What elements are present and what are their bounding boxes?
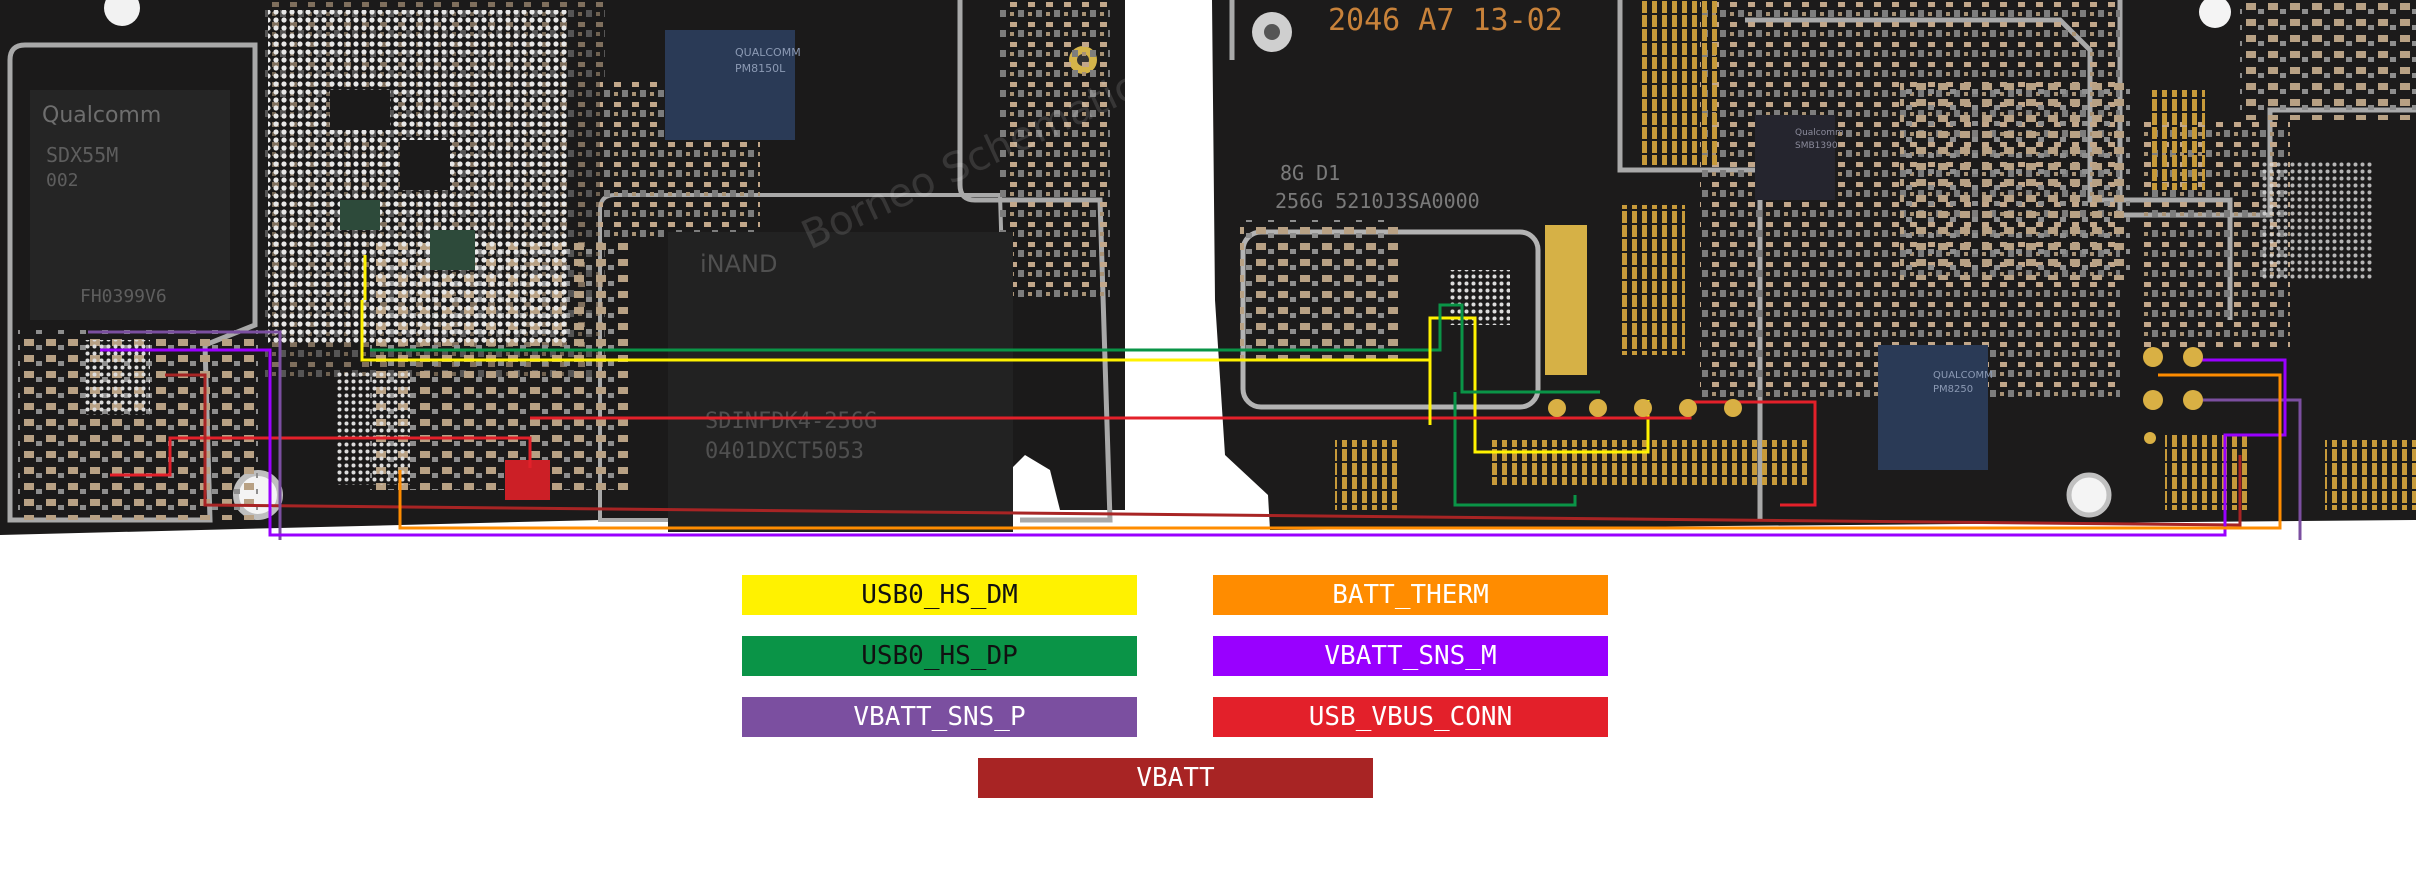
legend-usb0-hs-dp: USB0_HS_DP	[742, 636, 1137, 676]
svg-text:256G 5210J3SA0000: 256G 5210J3SA0000	[1275, 189, 1480, 213]
svg-text:SDX55M: SDX55M	[46, 143, 118, 167]
trace-usb-vbus-conn-2	[110, 436, 532, 477]
svg-text:QUALCOMM: QUALCOMM	[1933, 370, 1993, 381]
trace-vbatt-sns-m	[100, 348, 2287, 537]
trace-usb-vbus-conn	[530, 400, 1817, 507]
right-chips: Qualcomm SMB1390 QUALCOMM PM8250	[505, 0, 2416, 510]
svg-text:iNAND: iNAND	[700, 250, 777, 278]
legend-vbatt-sns-p: VBATT_SNS_P	[742, 697, 1137, 737]
soc-bga-footprint	[268, 10, 568, 345]
svg-text:2046 A7 13-02: 2046 A7 13-02	[1328, 3, 1563, 38]
svg-text:QUALCOMM: QUALCOMM	[735, 46, 801, 59]
test-points	[1548, 347, 2203, 444]
svg-text:PM8250: PM8250	[1933, 384, 1973, 395]
modem-chip: Qualcomm SDX55M 002 FH0399V6	[30, 90, 230, 320]
trace-usb0-hs-dm-2	[363, 255, 1432, 425]
svg-text:FH0399V6: FH0399V6	[80, 286, 167, 307]
trace-usb0-hs-dp-2	[1453, 392, 1577, 507]
svg-text:002: 002	[46, 170, 79, 191]
legend-vbatt-sns-m: VBATT_SNS_M	[1213, 636, 1608, 676]
pcb-board-photo: Qualcomm SDX55M 002 FH0399V6 QUALCOMM PM…	[0, 0, 2416, 540]
legend-usb-vbus-conn: USB_VBUS_CONN	[1213, 697, 1608, 737]
svg-text:SMB1390: SMB1390	[1795, 141, 1838, 151]
svg-text:SDINFDK4-256G: SDINFDK4-256G	[705, 409, 877, 434]
trace-usb0-hs-dm	[360, 300, 1650, 454]
legend-batt-therm: BATT_THERM	[1213, 575, 1608, 615]
pmic-chip: QUALCOMM PM8150L	[665, 30, 801, 140]
trace-usb0-hs-dp	[370, 303, 1600, 394]
trace-vbatt	[165, 373, 2242, 527]
trace-vbatt-sns-p	[88, 330, 2302, 540]
legend-vbatt: VBATT	[978, 758, 1373, 798]
legend-usb0-hs-dm: USB0_HS_DM	[742, 575, 1137, 615]
svg-text:PM8150L: PM8150L	[735, 62, 786, 75]
nand-chip: iNAND SDINFDK4-256G 0401DXCT5053	[668, 232, 1013, 532]
svg-text:Qualcomm: Qualcomm	[42, 103, 161, 128]
small-bga-footprints	[85, 160, 2372, 485]
svg-text:8G D1: 8G D1	[1280, 161, 1340, 185]
trace-batt-therm	[398, 373, 2282, 530]
svg-text:0401DXCT5053: 0401DXCT5053	[705, 439, 864, 464]
board-markings: 2046 A7 13-02 8G D1 256G 5210J3SA0000	[1275, 3, 1563, 213]
svg-text:Qualcomm: Qualcomm	[1795, 128, 1844, 138]
net-traces	[88, 255, 2302, 540]
